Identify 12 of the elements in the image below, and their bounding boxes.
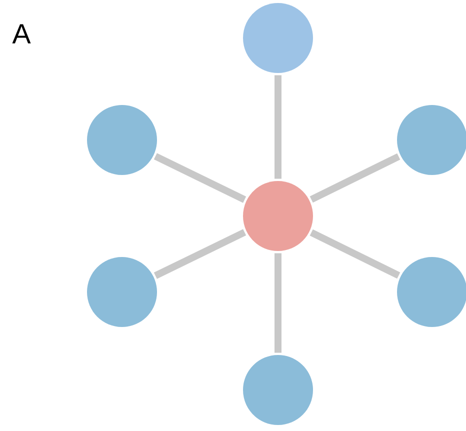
connector-line	[154, 153, 246, 203]
connector-line	[310, 229, 400, 279]
connector-line	[274, 253, 282, 353]
circle-node	[243, 3, 313, 73]
circle-node	[87, 257, 157, 327]
connector-line	[154, 229, 246, 279]
connector-line	[274, 75, 282, 179]
circle-node	[243, 355, 313, 425]
circle-node	[243, 181, 313, 251]
connector-line	[310, 153, 400, 203]
circle-node	[87, 105, 157, 175]
panel-letter: A	[12, 24, 31, 44]
